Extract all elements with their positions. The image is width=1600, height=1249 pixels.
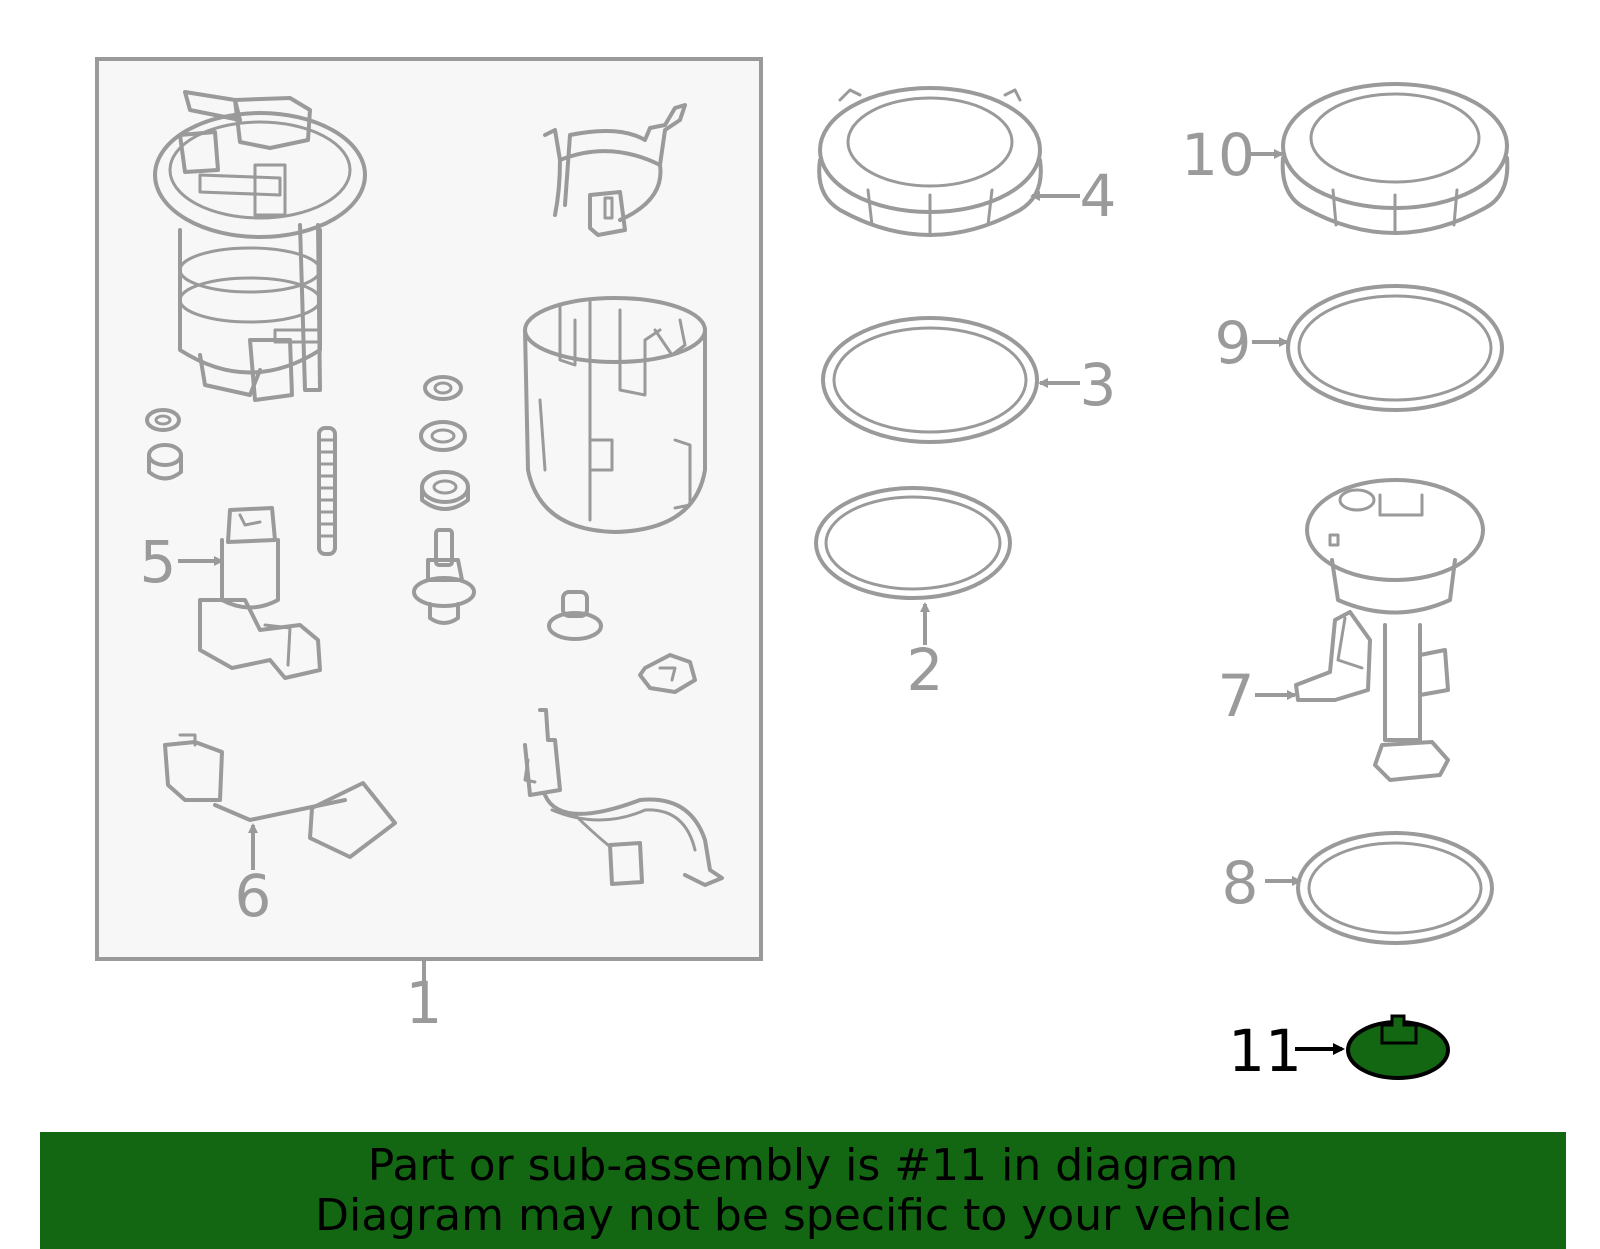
fuel-sender-unit-7 <box>1255 478 1485 782</box>
fuel-level-sender <box>163 733 397 859</box>
callout-2: 2 <box>907 636 944 704</box>
wiring-harness <box>523 708 724 887</box>
callout-6: 6 <box>235 862 272 930</box>
gasket-8 <box>1265 831 1494 945</box>
gasket-2 <box>814 486 1012 645</box>
gasket-9 <box>1252 284 1504 412</box>
callout-8: 8 <box>1222 849 1259 917</box>
callout-10: 10 <box>1181 121 1255 189</box>
callout-9: 9 <box>1215 309 1252 377</box>
gasket-3 <box>821 316 1080 444</box>
callout-4: 4 <box>1080 162 1117 230</box>
pressure-regulator <box>412 528 476 625</box>
banner-line-1: Part or sub-assembly is #11 in diagram <box>367 1139 1239 1191</box>
retainer-bracket <box>543 103 687 237</box>
fuel-pump <box>198 506 322 680</box>
lock-ring-10 <box>1250 82 1510 235</box>
o-ring-stack <box>419 375 470 511</box>
callout-3: 3 <box>1080 351 1117 419</box>
retaining-clip <box>638 653 697 694</box>
small-washers-left <box>145 408 183 481</box>
highlighted-part-11 <box>1295 1014 1450 1080</box>
pump-module-flange <box>153 90 367 402</box>
callout-7: 7 <box>1218 662 1255 730</box>
reservoir-cup <box>523 296 707 534</box>
callout-11: 11 <box>1228 1017 1302 1085</box>
info-banner: Part or sub-assembly is #11 in diagram D… <box>40 1132 1566 1249</box>
threaded-rod <box>317 426 337 556</box>
callout-5: 5 <box>140 528 177 596</box>
banner-line-2: Diagram may not be specific to your vehi… <box>315 1189 1291 1241</box>
callout-1: 1 <box>406 969 443 1037</box>
lock-ring-4 <box>817 86 1080 237</box>
small-cap-fitting <box>547 590 603 641</box>
